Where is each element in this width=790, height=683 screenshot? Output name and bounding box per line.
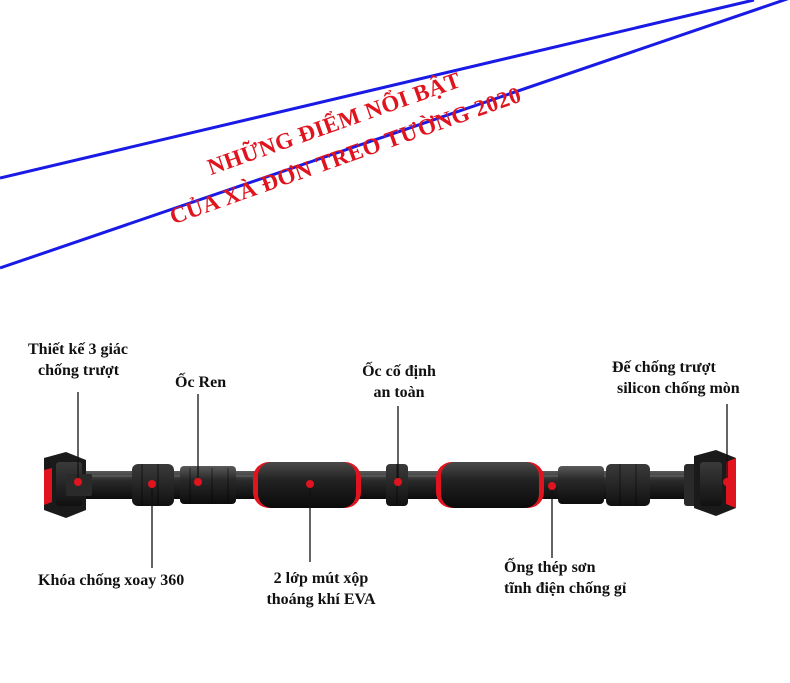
label-silicone-base: Đế chống trượt silicon chống mòn <box>612 359 740 397</box>
title-banner <box>0 0 789 270</box>
banner-line-bottom <box>0 0 789 270</box>
callout-lines <box>77 392 728 568</box>
callout-dots <box>74 478 731 490</box>
right-thread-section <box>558 464 650 506</box>
label-eva-foam: 2 lớp mút xộp thoáng khí EVA <box>266 570 376 608</box>
right-end-cap <box>684 450 736 516</box>
label-thread-nut: Ốc Ren <box>175 374 227 391</box>
label-anti-slip-design: Thiết kế 3 giác chống trượt <box>28 341 128 379</box>
left-end-cap <box>44 452 92 518</box>
label-safety-nut: Ốc cố định an toàn <box>362 363 436 401</box>
pull-up-bar-illustration <box>44 392 736 568</box>
banner-line-top <box>0 0 755 180</box>
foam-grip-right <box>436 462 544 508</box>
thread-nut <box>180 466 236 504</box>
label-steel-tube: Ống thép sơn tĩnh điện chống gỉ <box>504 559 627 597</box>
label-rotation-lock: Khóa chống xoay 360 <box>38 572 185 589</box>
